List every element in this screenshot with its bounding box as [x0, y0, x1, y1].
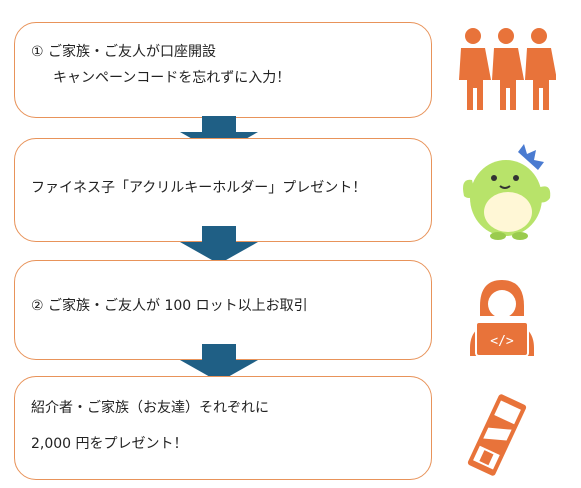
developer-laptop-icon: </>	[470, 280, 534, 357]
down-arrow-2	[180, 226, 258, 264]
mascot-icon	[463, 144, 551, 240]
step-4-box: 紹介者・ご家族（お友達）それぞれに 2,000 円をプレゼント！	[14, 376, 432, 480]
step-1-line-2: キャンペーンコードを忘れずに入力！	[53, 70, 291, 86]
step-2-box: ファイネス子「アクリルキーホルダー」プレゼント！	[14, 138, 432, 242]
step-4-line-1: 紹介者・ご家族（お友達）それぞれに	[31, 400, 269, 416]
step-1-line-1: ① ご家族・ご友人が口座開設	[31, 44, 217, 60]
down-arrow-1	[180, 116, 258, 154]
gift-ticket-icon	[467, 394, 527, 476]
svg-text:</>: </>	[490, 334, 514, 349]
step-2-line-1: ファイネス子「アクリルキーホルダー」プレゼント！	[31, 180, 367, 196]
step-4-line-2: 2,000 円をプレゼント！	[31, 436, 188, 452]
step-1-box: ① ご家族・ご友人が口座開設 キャンペーンコードを忘れずに入力！	[14, 22, 432, 118]
people-icon	[459, 28, 556, 110]
step-3-line-1: ② ご家族・ご友人が 100 ロット以上お取引	[31, 298, 308, 314]
down-arrow-3	[180, 344, 258, 382]
